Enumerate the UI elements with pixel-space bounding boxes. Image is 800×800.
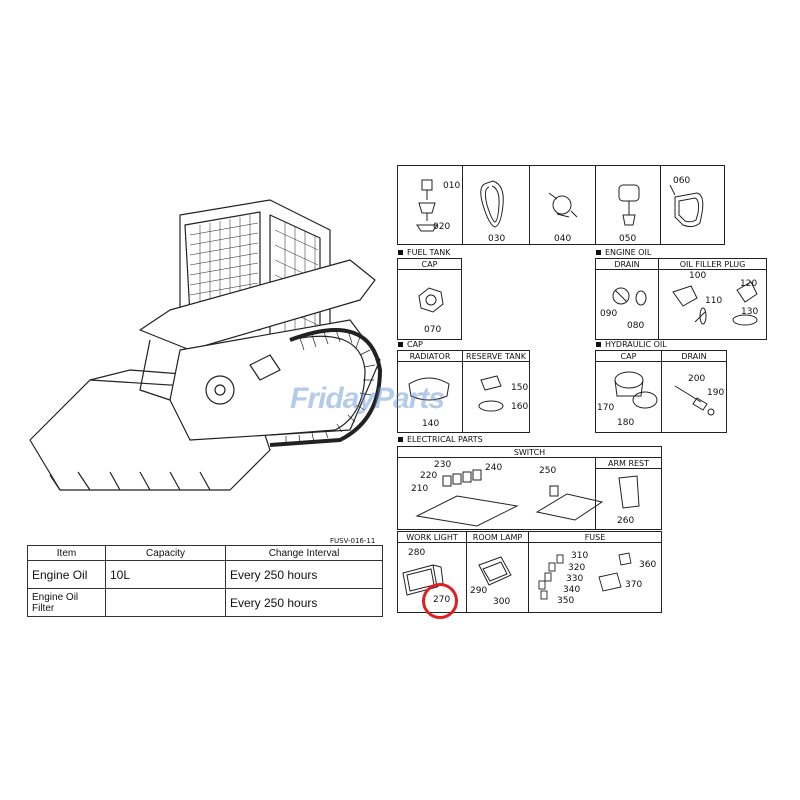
header-drain: DRAIN [596, 259, 658, 270]
cell-capacity [105, 588, 226, 617]
part-230: 230 [434, 460, 452, 470]
part-020: 020 [433, 222, 451, 232]
cap-box [397, 350, 530, 433]
cell-interval: Every 250 hours [225, 560, 383, 589]
hydraulic-parts-icons [614, 371, 715, 416]
top-parts-row [397, 165, 725, 245]
part-060: 060 [673, 176, 691, 186]
arm-rest-box [595, 457, 662, 530]
part-010: 010 [443, 181, 461, 191]
header-switch: SWITCH [513, 448, 546, 457]
part-360: 360 [639, 560, 657, 570]
part-050: 050 [619, 234, 637, 244]
table-row: Engine Oil 10L Every 250 hours [27, 560, 383, 589]
part-310: 310 [571, 551, 589, 561]
cell-item: Engine Oil [27, 560, 106, 589]
part-120: 120 [740, 279, 758, 289]
header-fuse: FUSE [529, 532, 661, 543]
part-070: 070 [424, 325, 442, 335]
part-340: 340 [563, 585, 581, 595]
col-header-change-interval: Change Interval [225, 545, 383, 561]
cell-item: Engine Oil Filter [27, 588, 106, 617]
header-room-lamp: ROOM LAMP [467, 532, 528, 543]
sensor-parts-icons [416, 179, 704, 232]
maintenance-spec-table: Item Capacity Change Interval Engine Oil… [27, 545, 383, 617]
header-hydraulic-cap: CAP [596, 351, 661, 362]
section-engine-oil: ENGINE OIL [596, 248, 651, 257]
section-cap: CAP [398, 340, 423, 349]
part-290: 290 [470, 586, 488, 596]
header-hydraulic-drain: DRAIN [662, 351, 726, 362]
part-270-highlight-circle [422, 583, 458, 619]
part-280: 280 [408, 548, 426, 558]
engine-oil-parts-icons [612, 281, 758, 326]
switch-parts-icons [415, 469, 640, 527]
section-hydraulic-oil: HYDRAULIC OIL [596, 340, 667, 349]
col-header-item: Item [27, 545, 106, 561]
bottom-electrical-box [397, 531, 662, 613]
figure-code: FUSV-016-11 [330, 537, 376, 545]
cell-capacity: 10L [105, 560, 226, 589]
part-100: 100 [689, 271, 707, 281]
track-loader-illustration [29, 199, 382, 491]
part-220: 220 [420, 471, 438, 481]
cap-parts-icons [408, 375, 504, 412]
cell-interval: Every 250 hours [225, 588, 383, 617]
part-190: 190 [707, 388, 725, 398]
part-260: 260 [617, 516, 635, 526]
spec-table-header-row: Item Capacity Change Interval [27, 545, 383, 561]
part-150: 150 [511, 383, 529, 393]
part-090: 090 [600, 309, 618, 319]
table-row: Engine Oil Filter Every 250 hours [27, 588, 383, 617]
part-040: 040 [554, 234, 572, 244]
part-110: 110 [705, 296, 723, 306]
part-200: 200 [688, 374, 706, 384]
part-160: 160 [511, 402, 529, 412]
fuel-cap-icon [418, 287, 444, 313]
fuel-tank-cap-box [397, 258, 462, 340]
header-oil-filler-plug: OIL FILLER PLUG [659, 259, 766, 270]
part-130: 130 [741, 307, 759, 317]
part-080: 080 [627, 321, 645, 331]
part-210: 210 [411, 484, 429, 494]
header-reserve-tank: RESERVE TANK [463, 351, 529, 362]
part-240: 240 [485, 463, 503, 473]
header-arm-rest: ARM REST [596, 458, 661, 469]
header-fuel-cap: CAP [398, 259, 461, 270]
part-030: 030 [488, 234, 506, 244]
part-250: 250 [539, 466, 557, 476]
part-350: 350 [557, 596, 575, 606]
part-170: 170 [597, 403, 615, 413]
part-330: 330 [566, 574, 584, 584]
part-140: 140 [422, 419, 440, 429]
part-320: 320 [568, 563, 586, 573]
engine-oil-box [595, 258, 767, 340]
header-work-light: WORK LIGHT [398, 532, 466, 543]
col-header-capacity: Capacity [105, 545, 226, 561]
part-180: 180 [617, 418, 635, 428]
watermark-logo: FridayParts [290, 382, 445, 415]
header-radiator: RADIATOR [398, 351, 462, 362]
section-electrical-parts: ELECTRICAL PARTS [398, 435, 483, 444]
part-370: 370 [625, 580, 643, 590]
part-300: 300 [493, 597, 511, 607]
section-fuel-tank: FUEL TANK [398, 248, 450, 257]
